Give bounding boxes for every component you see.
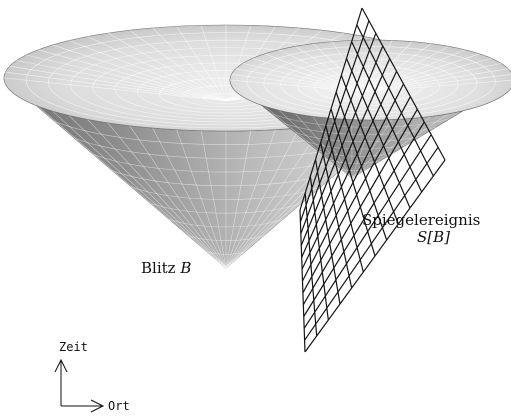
time-axis-label: Zeit (59, 340, 88, 354)
flash-label: Blitz B (141, 259, 192, 277)
mirror-event-symbol: S[B] (417, 228, 451, 246)
mirror-plane-mesh (299, 7, 446, 353)
time-axis-arrow (54, 358, 68, 406)
axes (54, 358, 105, 413)
space-axis-arrow (61, 399, 105, 413)
mirror-event-label: Spiegelereignis (362, 211, 481, 229)
space-axis-label: Ort (108, 399, 130, 413)
